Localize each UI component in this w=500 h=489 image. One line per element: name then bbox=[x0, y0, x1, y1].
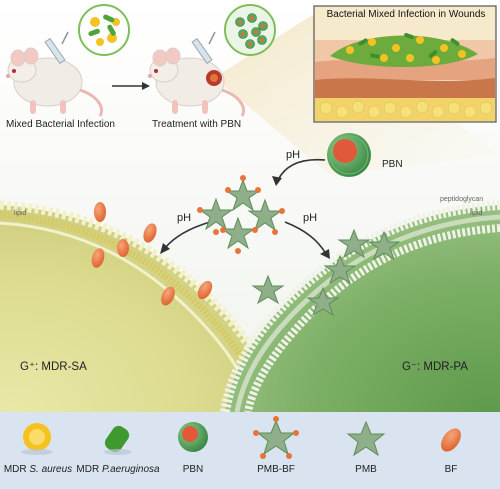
legend-bf: BF bbox=[444, 464, 458, 475]
mouse-left bbox=[6, 47, 104, 117]
legend-pmb-bf: PMB-BF bbox=[257, 464, 295, 475]
pmb-stars-right bbox=[251, 228, 401, 317]
legend-icons bbox=[21, 416, 461, 459]
bubble-mixed-bacteria bbox=[78, 4, 130, 56]
pbn-particle bbox=[327, 133, 371, 177]
label-pbn: PBN bbox=[382, 159, 403, 170]
caption-treatment: Treatment with PBN bbox=[152, 119, 242, 130]
wound-inset bbox=[313, 5, 497, 123]
label-ph-top: pH bbox=[286, 149, 301, 161]
legend-pa: MDR P.aeruginosa bbox=[76, 464, 160, 475]
arrow-mice bbox=[112, 82, 150, 90]
legend-pbn: PBN bbox=[182, 464, 204, 475]
legend-band bbox=[0, 412, 500, 489]
syringe-right bbox=[191, 31, 216, 65]
legend-sa: MDR S. aureus bbox=[3, 464, 73, 475]
syringe-left bbox=[44, 31, 69, 65]
bubble-nanoparticles bbox=[224, 4, 276, 56]
label-ph-right: pH bbox=[303, 212, 318, 224]
title-gram-positive: G⁺: MDR-SA bbox=[20, 361, 87, 373]
label-ph-left: pH bbox=[177, 212, 192, 224]
inset-title: Bacterial Mixed Infection in Wounds bbox=[326, 9, 486, 20]
gram-negative-cell bbox=[220, 200, 500, 413]
mouse-right bbox=[148, 47, 246, 117]
label-lipid-left: lipid bbox=[14, 210, 27, 217]
pmb-bf-cluster bbox=[197, 175, 285, 254]
title-gram-negative: G⁻: MDR-PA bbox=[402, 361, 468, 373]
label-lipid-right: lipid bbox=[470, 210, 483, 217]
caption-mixed-infection: Mixed Bacterial Infection bbox=[6, 119, 115, 130]
legend-pmb: PMB bbox=[355, 464, 377, 475]
bf-capsules-left bbox=[91, 202, 213, 306]
arrows-ph bbox=[164, 158, 327, 255]
label-peptidoglycan: peptidoglycan bbox=[440, 196, 484, 203]
